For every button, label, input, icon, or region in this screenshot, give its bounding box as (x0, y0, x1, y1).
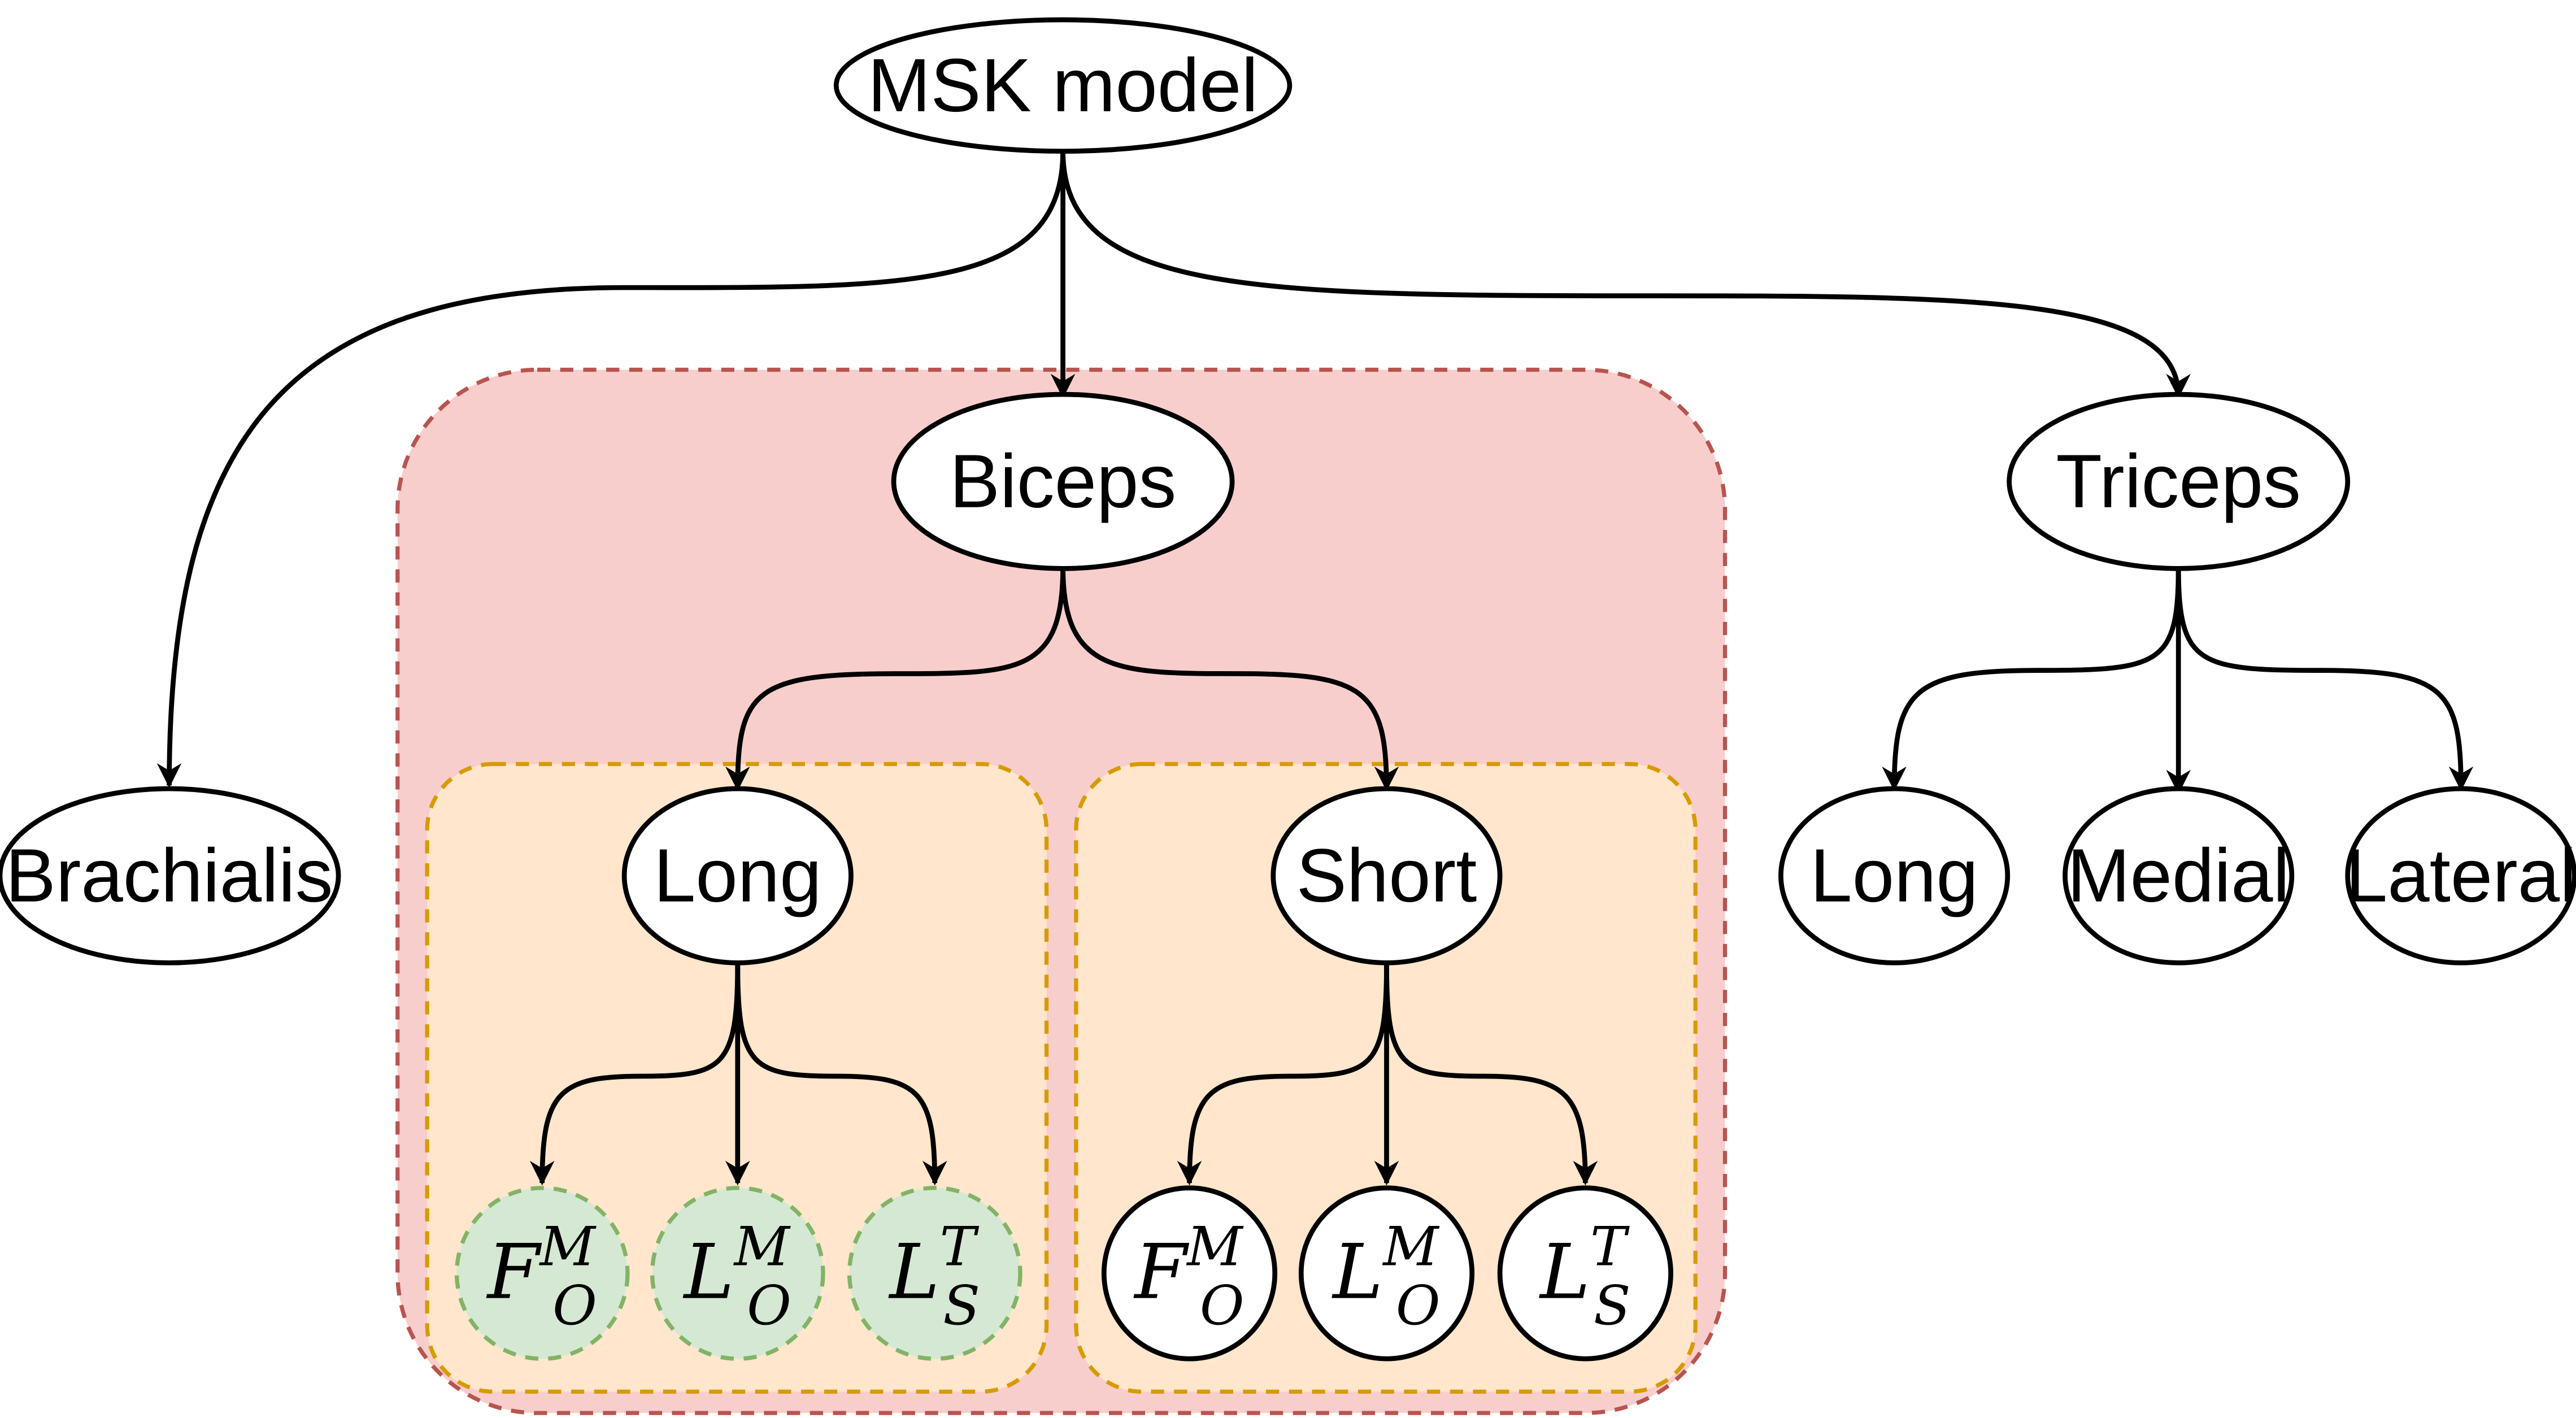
node-msk-model: MSK model (833, 17, 1293, 154)
node-triceps: Triceps (2007, 392, 2351, 571)
param-long-lst-base: L (888, 1228, 940, 1316)
edge-short-to-fom (1177, 964, 1389, 1186)
edge-root-to-brachialis (156, 151, 1065, 788)
node-brachialis: Brachialis (0, 786, 341, 965)
edge-biceps-to-long (725, 567, 1065, 791)
node-msk-model-label: MSK model (868, 44, 1258, 128)
edge-triceps-to-lateral (2175, 567, 2474, 791)
node-triceps-label: Triceps (2056, 440, 2301, 524)
edge-biceps-to-short (1060, 567, 1399, 791)
svg-text:LTS: LTS (1538, 1215, 1630, 1337)
node-biceps: Biceps (891, 392, 1235, 571)
edge-root-to-triceps (1060, 151, 2191, 399)
param-short-lst-sup: T (1590, 1215, 1630, 1278)
param-short-fom-base: F (1133, 1228, 1189, 1316)
param-long-lst-sub: S (943, 1274, 980, 1337)
svg-text:LTS: LTS (888, 1215, 980, 1337)
node-biceps-short: Short (1270, 786, 1503, 965)
node-biceps-label: Biceps (950, 440, 1177, 524)
node-triceps-long: Long (1778, 786, 2011, 965)
edge-triceps-to-long (1882, 567, 2181, 791)
param-short-lom-base: L (1331, 1228, 1383, 1316)
node-biceps-long-label: Long (654, 834, 822, 918)
param-long-lst-sup: T (939, 1215, 979, 1278)
node-triceps-medial-label: Medial (2067, 834, 2290, 918)
param-long-fom-base: F (486, 1228, 542, 1316)
param-short-lst-base: L (1538, 1228, 1590, 1316)
param-short-lst-sub: S (1594, 1274, 1631, 1337)
param-long-lom-sub: O (747, 1274, 791, 1337)
param-long-fom-sub: O (552, 1274, 597, 1337)
param-long-lom-sup: M (733, 1215, 791, 1278)
node-brachialis-label: Brachialis (6, 834, 333, 918)
param-short-lom-sup: M (1382, 1215, 1440, 1278)
node-triceps-lateral-label: Lateral (2346, 834, 2576, 918)
edge-short-to-lst (1384, 964, 1598, 1186)
node-triceps-lateral: Lateral (2345, 786, 2576, 965)
svg-text:FMO: FMO (486, 1215, 597, 1337)
node-triceps-medial: Medial (2062, 786, 2295, 965)
svg-text:LMO: LMO (682, 1215, 791, 1337)
svg-text:LMO: LMO (1331, 1215, 1440, 1337)
param-short-lom-sub: O (1396, 1274, 1441, 1337)
edge-long-to-fom (529, 964, 741, 1186)
svg-text:FMO: FMO (1133, 1215, 1244, 1337)
node-triceps-long-label: Long (1810, 834, 1978, 918)
node-biceps-short-label: Short (1296, 834, 1477, 918)
param-short-fom-sub: O (1200, 1274, 1245, 1337)
node-biceps-long: Long (621, 786, 854, 965)
edge-long-to-lst (735, 964, 947, 1186)
param-long-lom-base: L (682, 1228, 734, 1316)
param-short-fom-sup: M (1186, 1215, 1244, 1278)
param-long-fom-sup: M (538, 1215, 597, 1278)
